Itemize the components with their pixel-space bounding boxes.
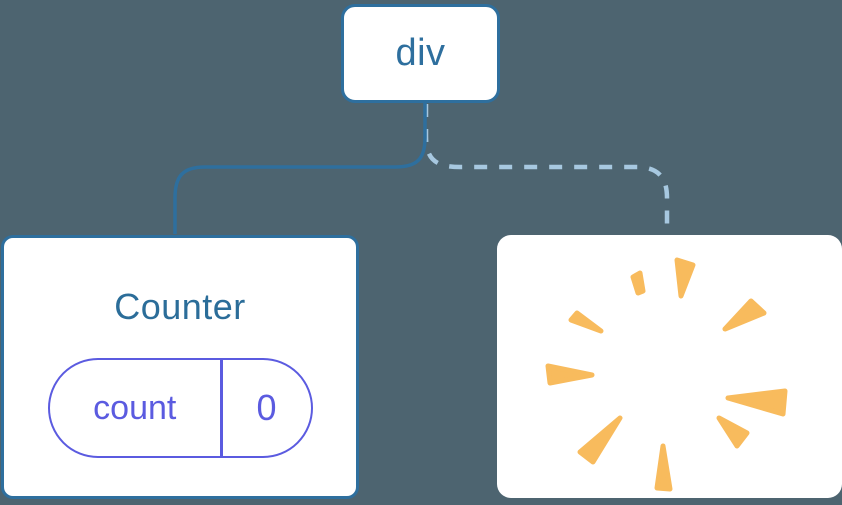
state-value-label: 0 — [256, 387, 277, 428]
state-badge-divider — [220, 360, 223, 456]
poof-explosion-icon — [545, 257, 788, 492]
node-div: div — [341, 4, 500, 103]
node-counter-card: Counter count 0 — [1, 235, 359, 499]
node-div-label: div — [395, 32, 446, 74]
node-removed-card — [497, 235, 842, 498]
connector-dashed-removed — [423, 104, 670, 233]
counter-title: Counter — [114, 286, 246, 327]
state-badge: count 0 — [47, 358, 313, 458]
state-key-label: count — [93, 388, 177, 427]
connector-solid-counter — [173, 100, 427, 234]
